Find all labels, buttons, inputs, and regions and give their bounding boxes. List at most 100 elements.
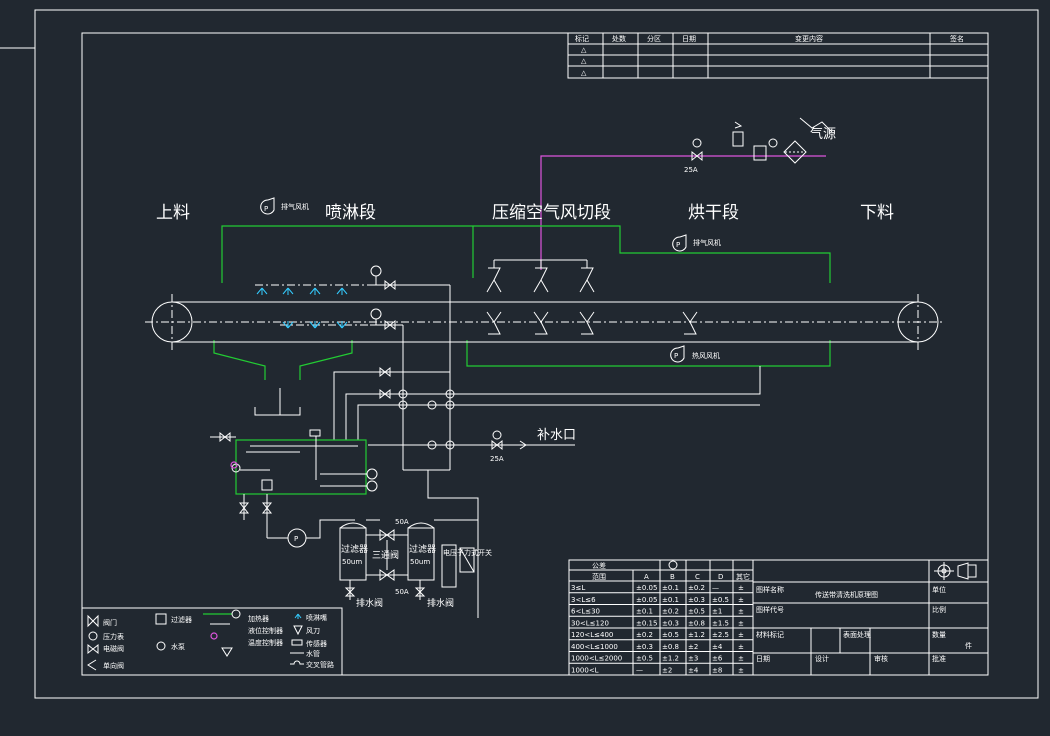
filter-left: 过滤器 50um <box>339 522 368 581</box>
tolerance-cell: ± <box>738 655 744 663</box>
legend-label-8: 温度控制器 <box>248 638 283 647</box>
conveyor <box>145 294 945 350</box>
tolerance-cell: 6<L≤30 <box>571 608 600 616</box>
air-gauge-icon <box>768 138 778 148</box>
legend-label-9: 喷淋嘴 <box>306 613 327 622</box>
tolerance-cell: 120<L≤400 <box>571 631 613 639</box>
legend-label-6: 加热器 <box>248 614 269 623</box>
quantity-unit: 件 <box>965 641 972 650</box>
exhaust-duct-top <box>221 225 831 283</box>
rev-header-content: 变更内容 <box>795 34 823 43</box>
tolerance-cell: ±0.3 <box>636 643 653 651</box>
tolerance-cell: ±0.3 <box>688 596 705 604</box>
revision-table: 标记 处数 分区 日期 变更内容 签名 △ △ △ <box>567 32 989 79</box>
tolerance-cell: 400<L≤1000 <box>571 643 618 651</box>
drawing-name-label: 图样名称 <box>756 585 784 594</box>
valve-size-50a-bottom: 50A <box>395 588 409 596</box>
tolerance-cell: ±0.3 <box>662 619 679 627</box>
legend-label-7: 液位控制器 <box>248 626 283 635</box>
tolerance-cell: ± <box>738 631 744 639</box>
tolerance-cell: ±4 <box>712 643 723 651</box>
tol-col-d: D <box>718 573 723 581</box>
tolerance-cell: ±0.1 <box>662 584 679 592</box>
tolerance-cell: 30<L≤120 <box>571 619 609 627</box>
tolerance-cell: ±0.1 <box>636 608 653 616</box>
air-valve-icon <box>691 150 703 162</box>
air-knives <box>486 259 698 335</box>
tolerance-cell: ±0.5 <box>662 631 679 639</box>
water-piping: 25A 补水口 <box>254 285 761 618</box>
tolerance-cell: ±1.5 <box>712 619 729 627</box>
filter-right-spec: 50um <box>410 558 430 566</box>
collector-left <box>213 340 266 380</box>
title-block: 图样名称 传送带清洗机原理图 图样代号 材料标记 表面处理 单位 比例 数量 件… <box>752 559 989 676</box>
spray-header-top <box>255 265 450 291</box>
legend: 阀门 压力表 电磁阀 单向阀 过滤器 水泵 加热器 液位控制器 温度控制器 喷淋… <box>81 607 343 676</box>
air-source-label: 气源 <box>810 126 836 142</box>
tolerance-cell: ± <box>738 666 744 674</box>
tolerance-cell: 3≤L <box>571 584 585 592</box>
tolerance-cell: ±2.5 <box>712 631 729 639</box>
fan1-letter: P <box>264 205 268 213</box>
tolerance-cell: 1000<L≤2000 <box>571 655 622 663</box>
hot-air-fan-label: 热风风机 <box>692 351 720 360</box>
tolerance-cell: ± <box>738 608 744 616</box>
section-loading: 上料 <box>156 203 190 223</box>
collector-right <box>299 340 353 380</box>
drawing-name: 传送带清洗机原理图 <box>815 590 878 599</box>
fan2-letter: P <box>676 241 680 249</box>
exhaust-fan-1: P 排气风机 <box>260 197 309 215</box>
quantity-label: 数量 <box>932 630 946 639</box>
tolerance-cell: ±0.5 <box>688 608 705 616</box>
legend-solenoid-icon <box>87 643 99 655</box>
legend-label-13: 交叉管路 <box>306 660 334 669</box>
tolerance-cell: — <box>712 584 719 592</box>
rev-header-sign: 签名 <box>950 34 964 43</box>
three-way-valve: 三通阀 50A 50A <box>366 518 478 596</box>
legend-label-10: 风刀 <box>306 627 320 635</box>
rev-mark-1: △ <box>581 46 587 54</box>
tolerance-cell: ±0.05 <box>636 584 657 592</box>
section-unloading: 下料 <box>860 203 894 223</box>
makeup-valve-size: 25A <box>490 455 504 463</box>
legend-pressure-icon <box>88 631 98 641</box>
legend-filter-icon <box>155 613 167 625</box>
tolerance-cell: ±0.5 <box>712 596 729 604</box>
legend-temp-icon <box>210 632 218 640</box>
tolerance-cell: ±3 <box>688 655 698 663</box>
design-label: 设计 <box>815 654 829 663</box>
exhaust-fan-2: P 排气风机 <box>672 234 721 252</box>
tolerance-cell: ±1 <box>712 608 722 616</box>
inner-frame <box>81 32 989 676</box>
rev-mark-3: △ <box>581 69 587 77</box>
filter-left-label: 过滤器 <box>341 543 368 555</box>
tolerance-cell: ±0.05 <box>636 596 657 604</box>
legend-nozzle-icon <box>294 613 302 619</box>
three-way-valve-label: 三通阀 <box>372 550 399 561</box>
legend-label-12: 水管 <box>306 649 320 658</box>
air-valve-size: 25A <box>684 166 698 174</box>
tolerance-cell: ±2 <box>662 666 672 674</box>
rev-mark-2: △ <box>581 57 587 65</box>
filter-left-spec: 50um <box>342 558 362 566</box>
tolerance-cell: ±1.2 <box>688 631 705 639</box>
approve-label: 批准 <box>932 654 946 663</box>
tol-col-other: 其它 <box>736 572 750 581</box>
air-solenoid-icon <box>732 131 744 147</box>
spray-header-bottom <box>280 308 403 331</box>
fan3-letter: P <box>674 352 678 360</box>
legend-label-5: 水泵 <box>171 642 185 651</box>
legend-gate-valve-icon <box>87 614 99 628</box>
tolerance-cell: 1000<L <box>571 666 599 674</box>
legend-air-knife-icon <box>293 625 303 636</box>
tolerance-cell: ±0.15 <box>636 619 657 627</box>
outer-frame <box>34 9 1039 699</box>
section-spray: 喷淋段 <box>325 203 376 223</box>
spray-nozzles <box>256 287 348 329</box>
tolerance-table: 公差 范围 A B C D 其它 3≤L±0.05±0.1±0.2—±3<L≤6… <box>568 559 754 676</box>
legend-label-0: 阀门 <box>103 618 117 627</box>
tolerance-cell: ±8 <box>712 666 722 674</box>
legend-check-icon <box>87 659 97 671</box>
exhaust-fan-1-label: 排气风机 <box>281 202 309 211</box>
